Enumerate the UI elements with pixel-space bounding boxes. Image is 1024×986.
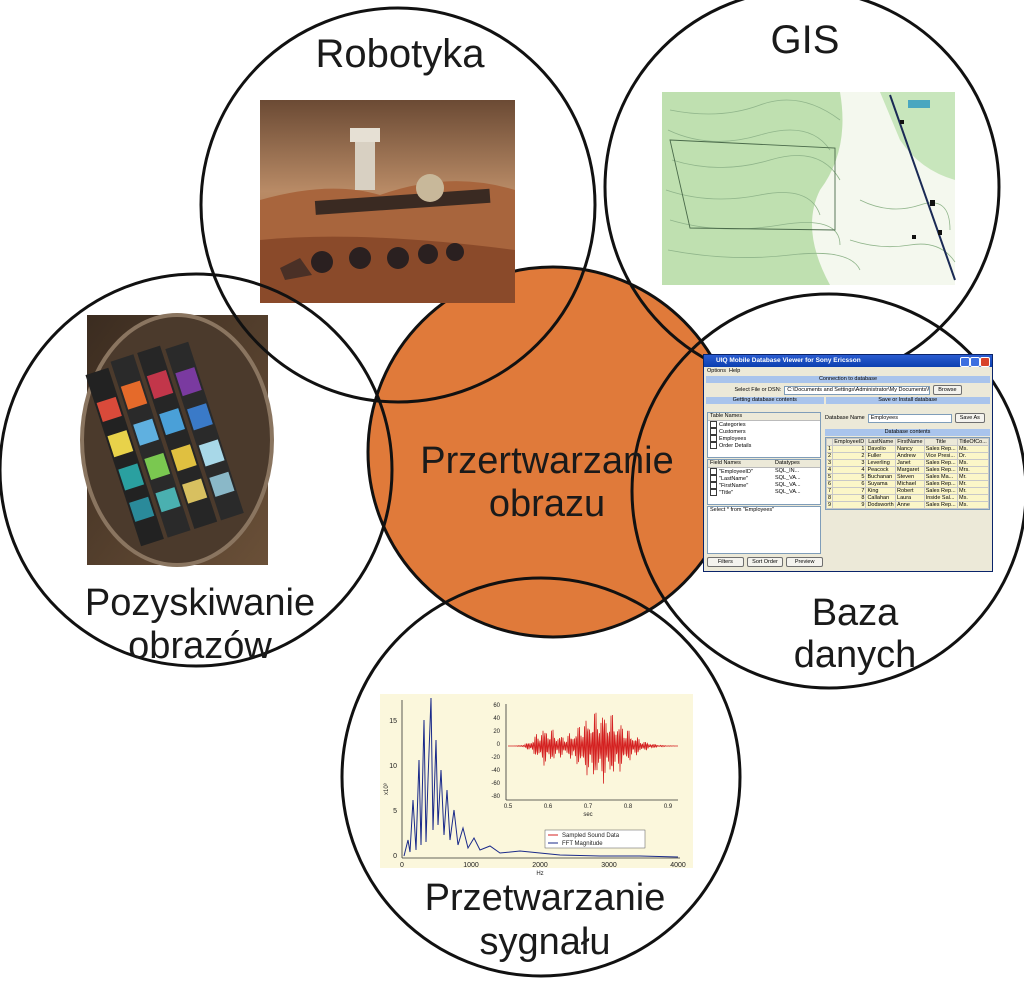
inset-y-tick: -80: [491, 794, 500, 800]
save-panel: Database Name Employees Save As Database…: [825, 411, 990, 510]
main-y-label: x10³: [384, 783, 390, 795]
main-y-tick: 15: [389, 718, 397, 725]
acquisition-label-line2: obrazów: [55, 625, 345, 668]
main-y-tick: 5: [393, 808, 397, 815]
table-item: Order Details: [708, 442, 820, 449]
main-y-tick: 0: [393, 853, 397, 860]
inset-x-tick: 0.8: [624, 804, 633, 810]
field-row: "Title"SQL_VA...: [708, 489, 820, 496]
gis-label: GIS: [740, 18, 870, 63]
field-row: "EmployeeID"SQL_IN...: [708, 468, 820, 475]
menu-options: Options: [707, 368, 726, 374]
signal-label-line2: sygnału: [400, 921, 690, 964]
minimize-icon: [960, 357, 970, 367]
close-icon: [980, 357, 990, 367]
connection-header: Connection to database: [706, 376, 990, 383]
column-header: TitleOfCo...: [958, 439, 989, 446]
field-row: "FirstName"SQL_VA...: [708, 482, 820, 489]
column-header: LastName: [866, 439, 896, 446]
inset-y-tick: -60: [491, 781, 500, 787]
table-item: Customers: [708, 428, 820, 435]
robotics-photo: [260, 100, 515, 303]
signal-plot: 15 10 5 0 x10³ 0 1000 2000 3000 4000 Hz …: [380, 694, 693, 877]
inset-x-tick: 0.7: [584, 804, 593, 810]
center-label-line2: obrazu: [412, 483, 682, 526]
inset-y-tick: 20: [493, 729, 500, 735]
inset-x-tick: 0.9: [664, 804, 673, 810]
window-title: UIQ Mobile Database Viewer for Sony Eric…: [716, 357, 861, 364]
inset-x-label: sec: [583, 812, 592, 818]
database-label-line1: Baza: [780, 592, 930, 635]
table-names-list: Table Names Categories Customers Employe…: [707, 412, 821, 458]
preview-button: Preview: [786, 557, 823, 567]
table-item: Employees: [708, 435, 820, 442]
menubar: Options Help: [704, 367, 992, 375]
table-names-header: Table Names: [708, 413, 820, 421]
inset-y-tick: 60: [493, 703, 500, 709]
main-x-tick: 2000: [532, 862, 548, 869]
legend-entry: Sampled Sound Data: [562, 833, 620, 839]
db-name-field: Employees: [868, 414, 952, 423]
browse-button: Browse: [933, 385, 961, 395]
main-x-tick: 3000: [601, 862, 617, 869]
column-header: Title: [924, 439, 957, 446]
main-y-tick: 10: [389, 763, 397, 770]
query-box: Select * from "Employees": [707, 506, 821, 554]
robotics-label: Robotyka: [300, 32, 500, 77]
signal-label-line1: Przetwarzanie: [400, 877, 690, 920]
field-names-list: Field Names Datatypes "EmployeeID"SQL_IN…: [707, 459, 821, 505]
acquisition-label-line1: Pozyskiwanie: [55, 582, 345, 625]
getting-contents-header: Getting database contents: [706, 397, 824, 404]
inset-y-tick: 40: [493, 716, 500, 722]
inset-x-tick: 0.6: [544, 804, 553, 810]
save-as-button: Save As: [955, 413, 985, 423]
database-viewer-window: UIQ Mobile Database Viewer for Sony Eric…: [703, 354, 993, 572]
maximize-icon: [970, 357, 980, 367]
field-names-header: Field Names: [708, 460, 773, 467]
path-field: C:\Documents and Settings\Administrator\…: [784, 386, 930, 395]
select-label: Select File or DSN:: [734, 387, 781, 393]
center-label-line1: Przertwarzanie: [412, 440, 682, 483]
legend-entry: FFT Magnitude: [562, 841, 603, 847]
window-titlebar: UIQ Mobile Database Viewer for Sony Eric…: [704, 355, 992, 367]
filters-button: Filters: [707, 557, 744, 567]
inset-y-tick: -20: [491, 755, 500, 761]
gis-map: [662, 92, 955, 285]
bottom-buttons: Filters Sort Order Preview: [707, 557, 823, 567]
sensor-array-photo: [82, 315, 272, 565]
db-contents-table: EmployeeID LastName FirstName Title Titl…: [825, 437, 990, 510]
main-x-tick: 4000: [670, 862, 686, 869]
query-text: Select * from "Employees": [708, 507, 820, 514]
datatypes-header: Datatypes: [773, 460, 820, 467]
inset-y-tick: -40: [491, 768, 500, 774]
field-row: "LastName"SQL_VA...: [708, 475, 820, 482]
sort-order-button: Sort Order: [747, 557, 784, 567]
db-contents-header: Database contents: [825, 429, 990, 436]
save-header: Save or Install database: [826, 397, 991, 404]
column-header: EmployeeID: [833, 439, 866, 446]
main-x-tick: 0: [400, 862, 404, 869]
db-name-label: Database Name: [825, 415, 865, 421]
database-label-line2: danych: [780, 634, 930, 677]
table-item: Categories: [708, 421, 820, 428]
menu-help: Help: [729, 368, 740, 374]
main-x-tick: 1000: [463, 862, 479, 869]
inset-x-tick: 0.5: [504, 804, 513, 810]
column-header: FirstName: [896, 439, 925, 446]
